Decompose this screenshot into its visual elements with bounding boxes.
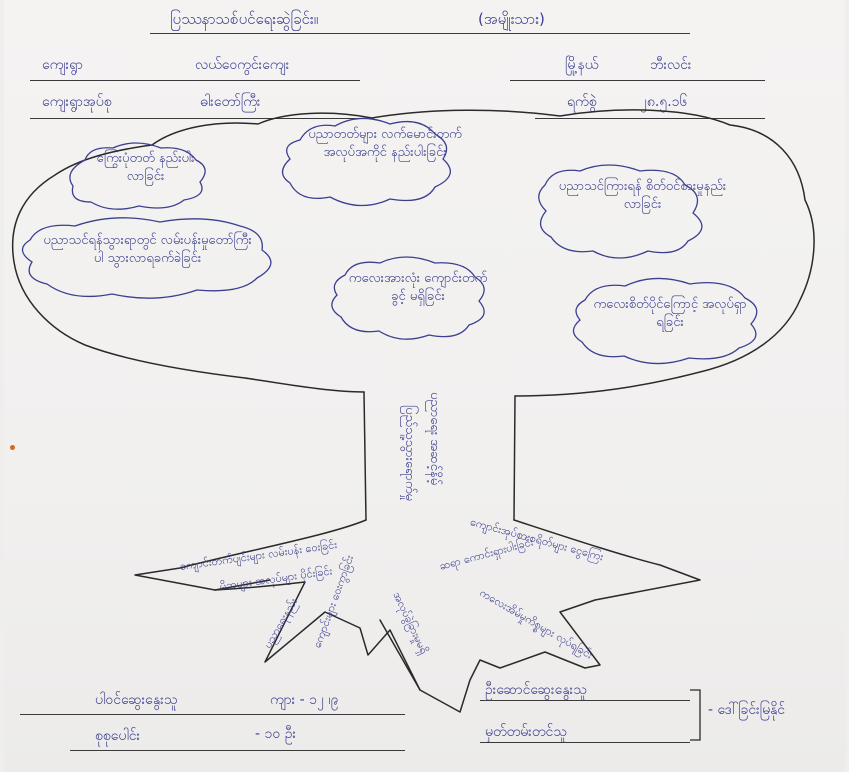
leaf-text-3: ပညာသင်ကြားရန် စိတ်ဝင်စားမှုနည်း လာခြင်း [558,179,727,212]
leaf-text-1: ပညာတတ်များ လက်မောင်းတက် အလုပ်အကိုင် နည်း… [308,127,462,160]
village-value: လယ်ဝေကွင်းကျေး [195,57,290,73]
header-rule-village [30,80,360,81]
tract-label: ကျေးရွာအုပ်စု [42,94,112,110]
recorder-label: မှတ်တမ်းတင်သူ [485,724,567,740]
header-rule-title [150,33,690,34]
footer-rule-facilitator [480,700,690,701]
leaf-cloud-2 [69,142,206,210]
participants-label: ပါဝင်ဆွေးနွေးသူ [95,692,178,708]
leaf-text-2: ကြွေးပုံတတ် နည်းပါးလာခြင်း [96,151,195,184]
leaf-text-6: ကလေးစိတ်ပိုင်ကြောင့် အလုပ်ရှာရခြင်း [593,297,747,330]
leaf-cloud-5 [331,256,485,340]
leaf-cloud-3 [538,164,703,259]
village-label: ကျေးရွာ [42,57,83,73]
total-value: - ၁၀ ဦး [255,726,297,742]
tract-value: ဓါးတော်ကြီး [200,94,261,110]
total-label: စုစုပေါင်း [95,728,141,744]
township-label: မြို့နယ် [565,57,599,73]
leaf-text-4: ပညာသင်ရန်သွားရာတွင် လမ်းပန်းမှုတော်ကြီးပ… [43,233,252,266]
group-label: (အမျိုးသား) [478,10,545,28]
names-value: - ဒေါ်ခြင်းမြနိုင် [708,702,786,718]
header-rule-township [510,80,765,81]
leaf-cloud-4 [21,217,272,299]
township-value: ဘီးလင်း [650,57,692,73]
date-label: ရက်စွဲ [567,94,597,110]
facilitator-label: ဦးဆောင်ဆွေးနွေးသူ [485,682,587,698]
tree-canopy-outline [11,109,815,397]
root-outline [134,519,701,713]
leaf-cloud-1 [281,117,451,207]
leaf-text-5: ကလေးအားလုံး ကျောင်းတက်ခွင့် မရှိခြင်း [348,271,488,304]
orange-mark [10,445,15,450]
participants-value: ကျား - ၁၂ ၊၉ [270,692,339,708]
header-rule-tract [30,118,360,119]
header-rule-date [535,118,765,119]
trunk-text-main: ပညာရေး အဆင့်နိမ့် [427,392,442,486]
leaf-cloud-6 [572,277,758,365]
tree-trunk-right [513,395,516,521]
footer-rule-recorder [480,742,690,743]
page-title: ပြဿနာသစ်ပင်ရေးဆွဲခြင်း။ [170,10,319,28]
root-inner-1 [214,579,271,591]
trunk-text-sub: ပြည်သူ့သွားရောက်မှု [402,405,417,501]
date-value: ၂၈.၅.၁၆ [640,94,688,110]
footer-rule-total [70,750,405,751]
paper-sheet [4,0,845,772]
tree-trunk-left [363,391,367,521]
root-inner-2 [379,619,421,691]
footer-rule-participants [20,714,405,715]
